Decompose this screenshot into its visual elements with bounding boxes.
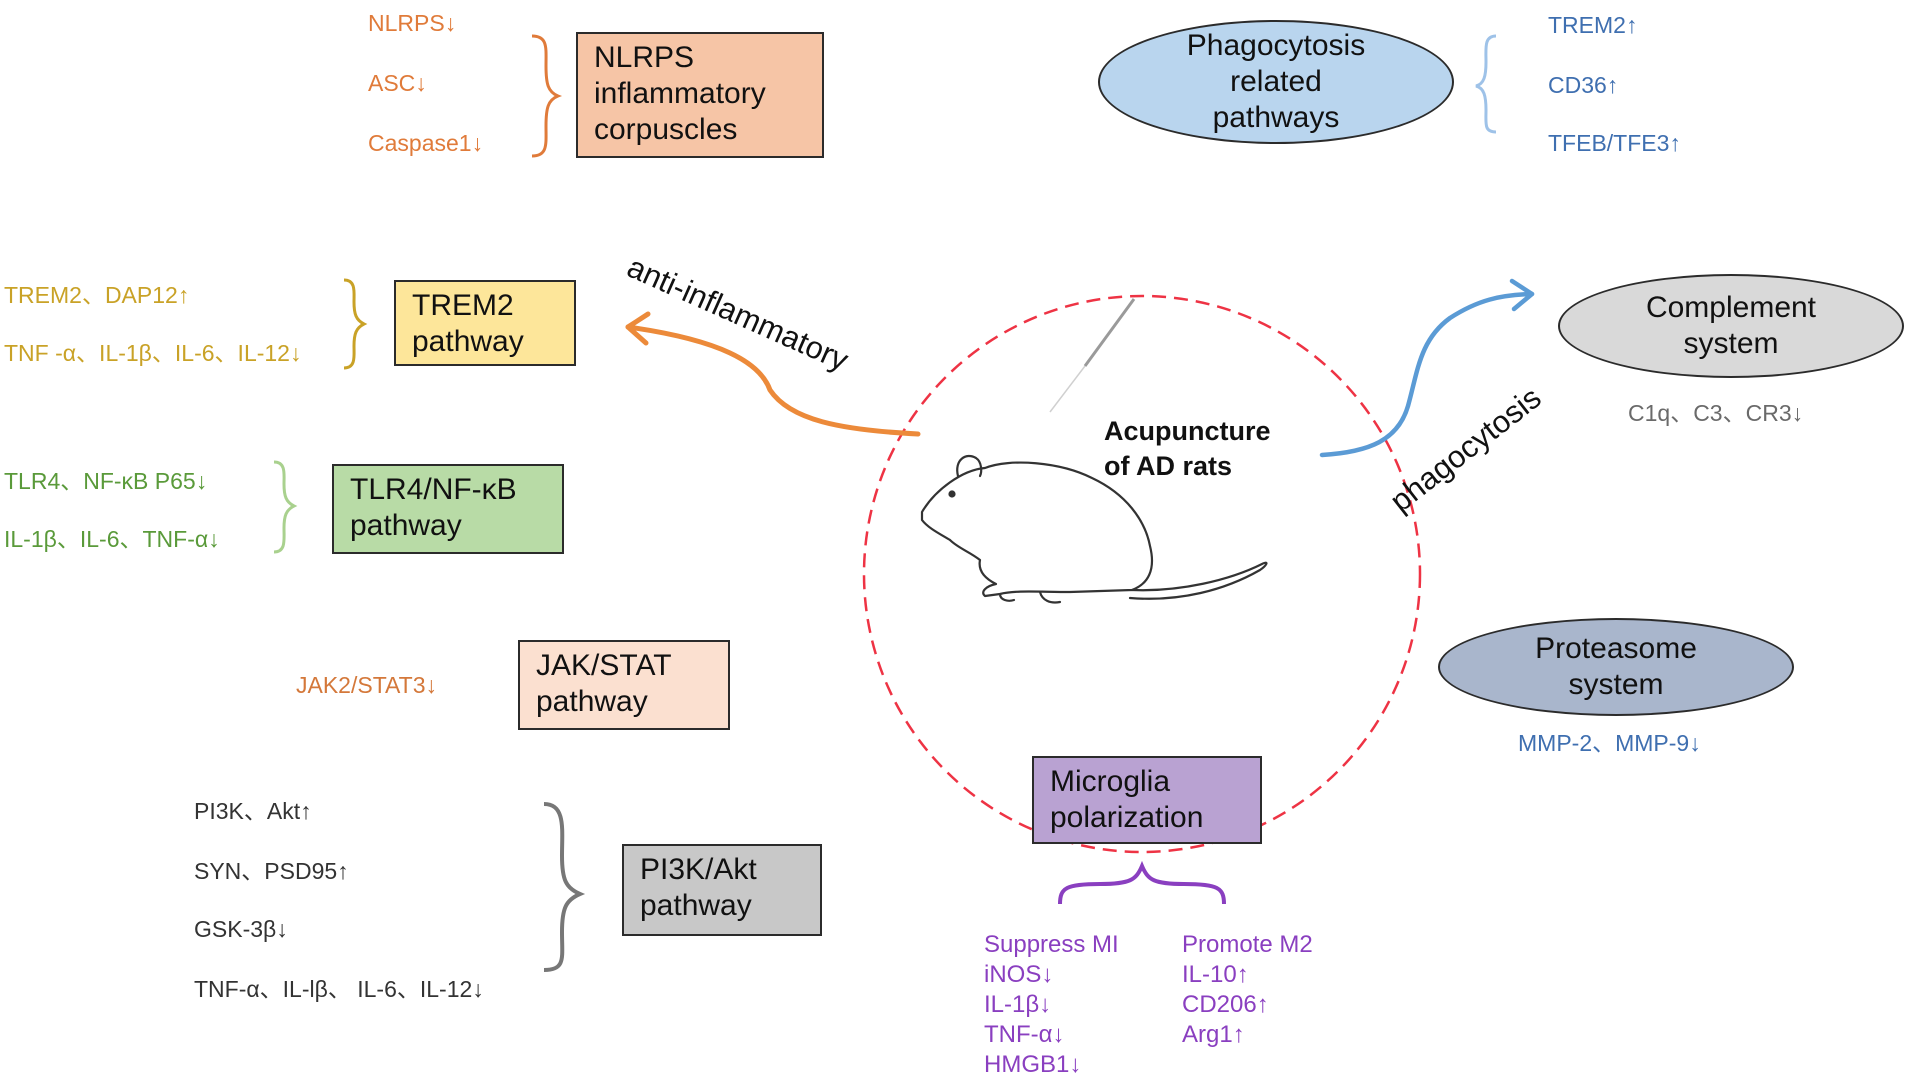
phago-line-2: related [1230, 65, 1322, 98]
trem2-bracket [343, 278, 368, 370]
pi3k-item-2: SYN、PSD95↑ [194, 858, 349, 884]
center-dashed-circle [862, 294, 1422, 854]
tlr4-bracket [273, 460, 298, 554]
jak-box-line-2: pathway [536, 685, 648, 718]
acupuncture-needle-icon [1083, 298, 1136, 367]
trem2-box-line-1: TREM2 [412, 289, 514, 322]
suppress-item-5: HMGB1↓ [984, 1051, 1082, 1078]
phagocytosis-arrow [1319, 291, 1535, 458]
tlr4-item-1: TLR4、NF-κB P65↓ [4, 468, 208, 494]
microglia-bracket [1058, 860, 1226, 905]
phago-item-1: TREM2↑ [1548, 12, 1638, 38]
nlrps-box: NLRPS inflammatory corpuscles [576, 32, 824, 158]
pi3k-item-3: GSK-3β↓ [194, 916, 288, 942]
tlr4-box-line-2: pathway [350, 509, 462, 542]
phago-bracket [1475, 34, 1497, 134]
promote-item-2: IL-10↑ [1182, 961, 1249, 988]
suppress-item-2: iNOS↓ [984, 961, 1054, 988]
microglia-suppress-list: Suppress MI iNOS↓ IL-1β↓ TNF-α↓ HMGB1↓ [984, 930, 1119, 1080]
nlrps-item-1: NLRPS↓ [368, 10, 457, 36]
nlrps-box-line-1: NLRPS [594, 41, 695, 74]
tlr4-box: TLR4/NF-κB pathway [332, 464, 564, 554]
microglia-box-line-2: polarization [1050, 801, 1204, 834]
complement-item: C1q、C3、CR3↓ [1628, 400, 1804, 426]
nlrps-item-2: ASC↓ [368, 70, 427, 96]
jak-box-line-1: JAK/STAT [536, 649, 672, 682]
trem2-box-line-2: pathway [412, 325, 524, 358]
pi3k-box-line-2: pathway [640, 889, 752, 922]
tlr4-box-line-1: TLR4/NF-κB [350, 473, 517, 506]
suppress-item-1: Suppress MI [984, 931, 1119, 958]
center-label: Acupuncture of AD rats [1104, 414, 1271, 484]
complement-line-2: system [1683, 327, 1779, 360]
rat-icon [920, 454, 1268, 604]
nlrps-box-line-2: inflammatory [594, 77, 766, 110]
phago-line-1: Phagocytosis [1186, 29, 1366, 62]
microglia-box: Microglia polarization [1032, 756, 1262, 844]
proteasome-item: MMP-2、MMP-9↓ [1518, 730, 1701, 756]
nlrps-box-line-3: corpuscles [594, 113, 738, 146]
microglia-promote-list: Promote M2 IL-10↑ CD206↑ Arg1↑ [1182, 930, 1313, 1050]
anti-inflammatory-arrow [625, 324, 921, 437]
center-line-1: Acupuncture [1104, 416, 1271, 446]
complement-line-1: Complement [1645, 291, 1817, 324]
proteasome-line-1: Proteasome [1535, 632, 1697, 665]
phago-item-2: CD36↑ [1548, 72, 1619, 98]
tlr4-item-2: IL-1β、IL-6、TNF-α↓ [4, 526, 220, 552]
pi3k-box-line-1: PI3K/Akt [640, 853, 757, 886]
pi3k-item-4: TNF-α、IL-lβ、 IL-6、IL-12↓ [194, 976, 484, 1002]
proteasome-line-2: system [1568, 668, 1664, 701]
jak-item: JAK2/STAT3↓ [296, 672, 438, 698]
pi3k-box: PI3K/Akt pathway [622, 844, 822, 936]
suppress-item-4: TNF-α↓ [984, 1021, 1065, 1048]
center-line-2: of AD rats [1104, 451, 1233, 481]
complement-ellipse: Complement system [1558, 274, 1904, 378]
promote-item-4: Arg1↑ [1182, 1021, 1245, 1048]
nlrps-bracket [531, 34, 563, 158]
phago-item-3: TFEB/TFE3↑ [1548, 130, 1681, 156]
nlrps-item-3: Caspase1↓ [368, 130, 484, 156]
trem2-box: TREM2 pathway [394, 280, 576, 366]
jak-box: JAK/STAT pathway [518, 640, 730, 730]
phago-line-3: pathways [1212, 101, 1340, 134]
phagocytosis-ellipse: Phagocytosis related pathways [1098, 20, 1454, 144]
trem2-item-2: TNF -α、IL-1β、IL-6、IL-12↓ [4, 340, 302, 366]
pi3k-bracket [543, 802, 586, 972]
pi3k-item-1: PI3K、Akt↑ [194, 798, 312, 824]
proteasome-ellipse: Proteasome system [1438, 618, 1794, 716]
microglia-box-line-1: Microglia [1050, 765, 1171, 798]
promote-item-3: CD206↑ [1182, 991, 1269, 1018]
promote-item-1: Promote M2 [1182, 931, 1313, 958]
suppress-item-3: IL-1β↓ [984, 991, 1052, 1018]
trem2-item-1: TREM2、DAP12↑ [4, 282, 190, 308]
